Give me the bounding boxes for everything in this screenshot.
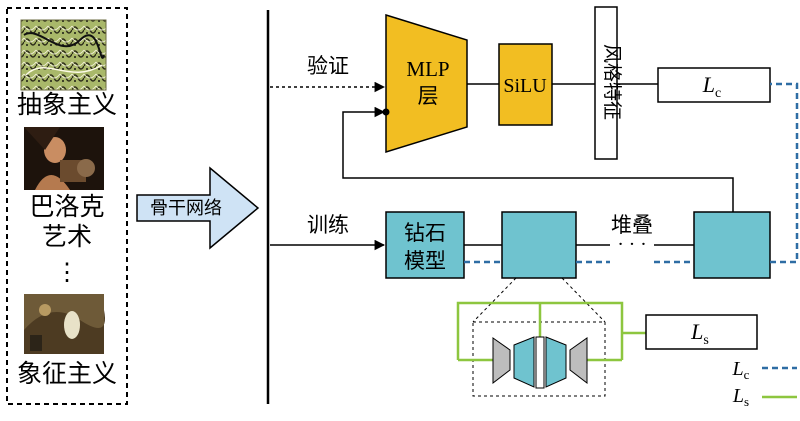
baroque-painting	[24, 127, 104, 190]
style-feature-box: 风格特征	[594, 6, 623, 160]
symbolism-label: 象征主义	[17, 359, 117, 388]
feedback-junction	[382, 108, 390, 116]
zoom-line-left	[472, 277, 517, 323]
ls-box-label: Ls	[690, 319, 709, 348]
mlp-layer: MLP 层	[385, 13, 468, 154]
stack-block	[693, 211, 771, 279]
ls-green-path	[456, 301, 646, 362]
style-panel-border	[6, 7, 128, 405]
feedback-line	[342, 106, 734, 212]
lc-box-label: Lc	[702, 72, 721, 101]
legend-lc-label: Lc	[732, 358, 750, 382]
baroque-label-line1: 巴洛克	[29, 192, 104, 221]
abstract-label: 抽象主义	[17, 90, 117, 119]
teal-block	[501, 211, 577, 279]
baroque-label-line2: 艺术	[42, 222, 92, 251]
mlp-label-line1: MLP	[406, 57, 449, 81]
style-feature-label: 风格特征	[601, 44, 623, 120]
symbolism-painting	[24, 294, 105, 354]
legend: Lc Ls	[732, 358, 797, 409]
stack-ellipsis: · · ·	[618, 234, 647, 255]
legend-ls-label: Ls	[732, 385, 749, 409]
backbone-label: 骨干网络	[150, 198, 222, 219]
validate-label: 验证	[307, 54, 349, 78]
zoom-line-right	[561, 277, 606, 323]
abstract-painting	[20, 19, 107, 91]
ls-box: Ls	[645, 314, 758, 350]
diamond-model-box: 钻石 模型	[385, 211, 465, 279]
train-label: 训练	[307, 213, 349, 237]
backbone-arrow: 骨干网络	[136, 166, 260, 250]
style-panel: 抽象主义 巴洛克 艺术 ⋮ 象征主义	[6, 7, 128, 405]
silu-box: SiLU	[498, 43, 553, 126]
diamond-label-line2: 模型	[404, 249, 446, 273]
stack-label: 堆叠	[611, 213, 653, 237]
mlp-label-line2: 层	[418, 84, 439, 108]
lc-box: Lc	[657, 67, 771, 103]
zoom-internals	[492, 336, 588, 389]
ellipsis: ⋮	[55, 258, 79, 286]
diamond-label-line1: 钻石	[404, 221, 446, 245]
silu-label: SiLU	[503, 75, 547, 97]
